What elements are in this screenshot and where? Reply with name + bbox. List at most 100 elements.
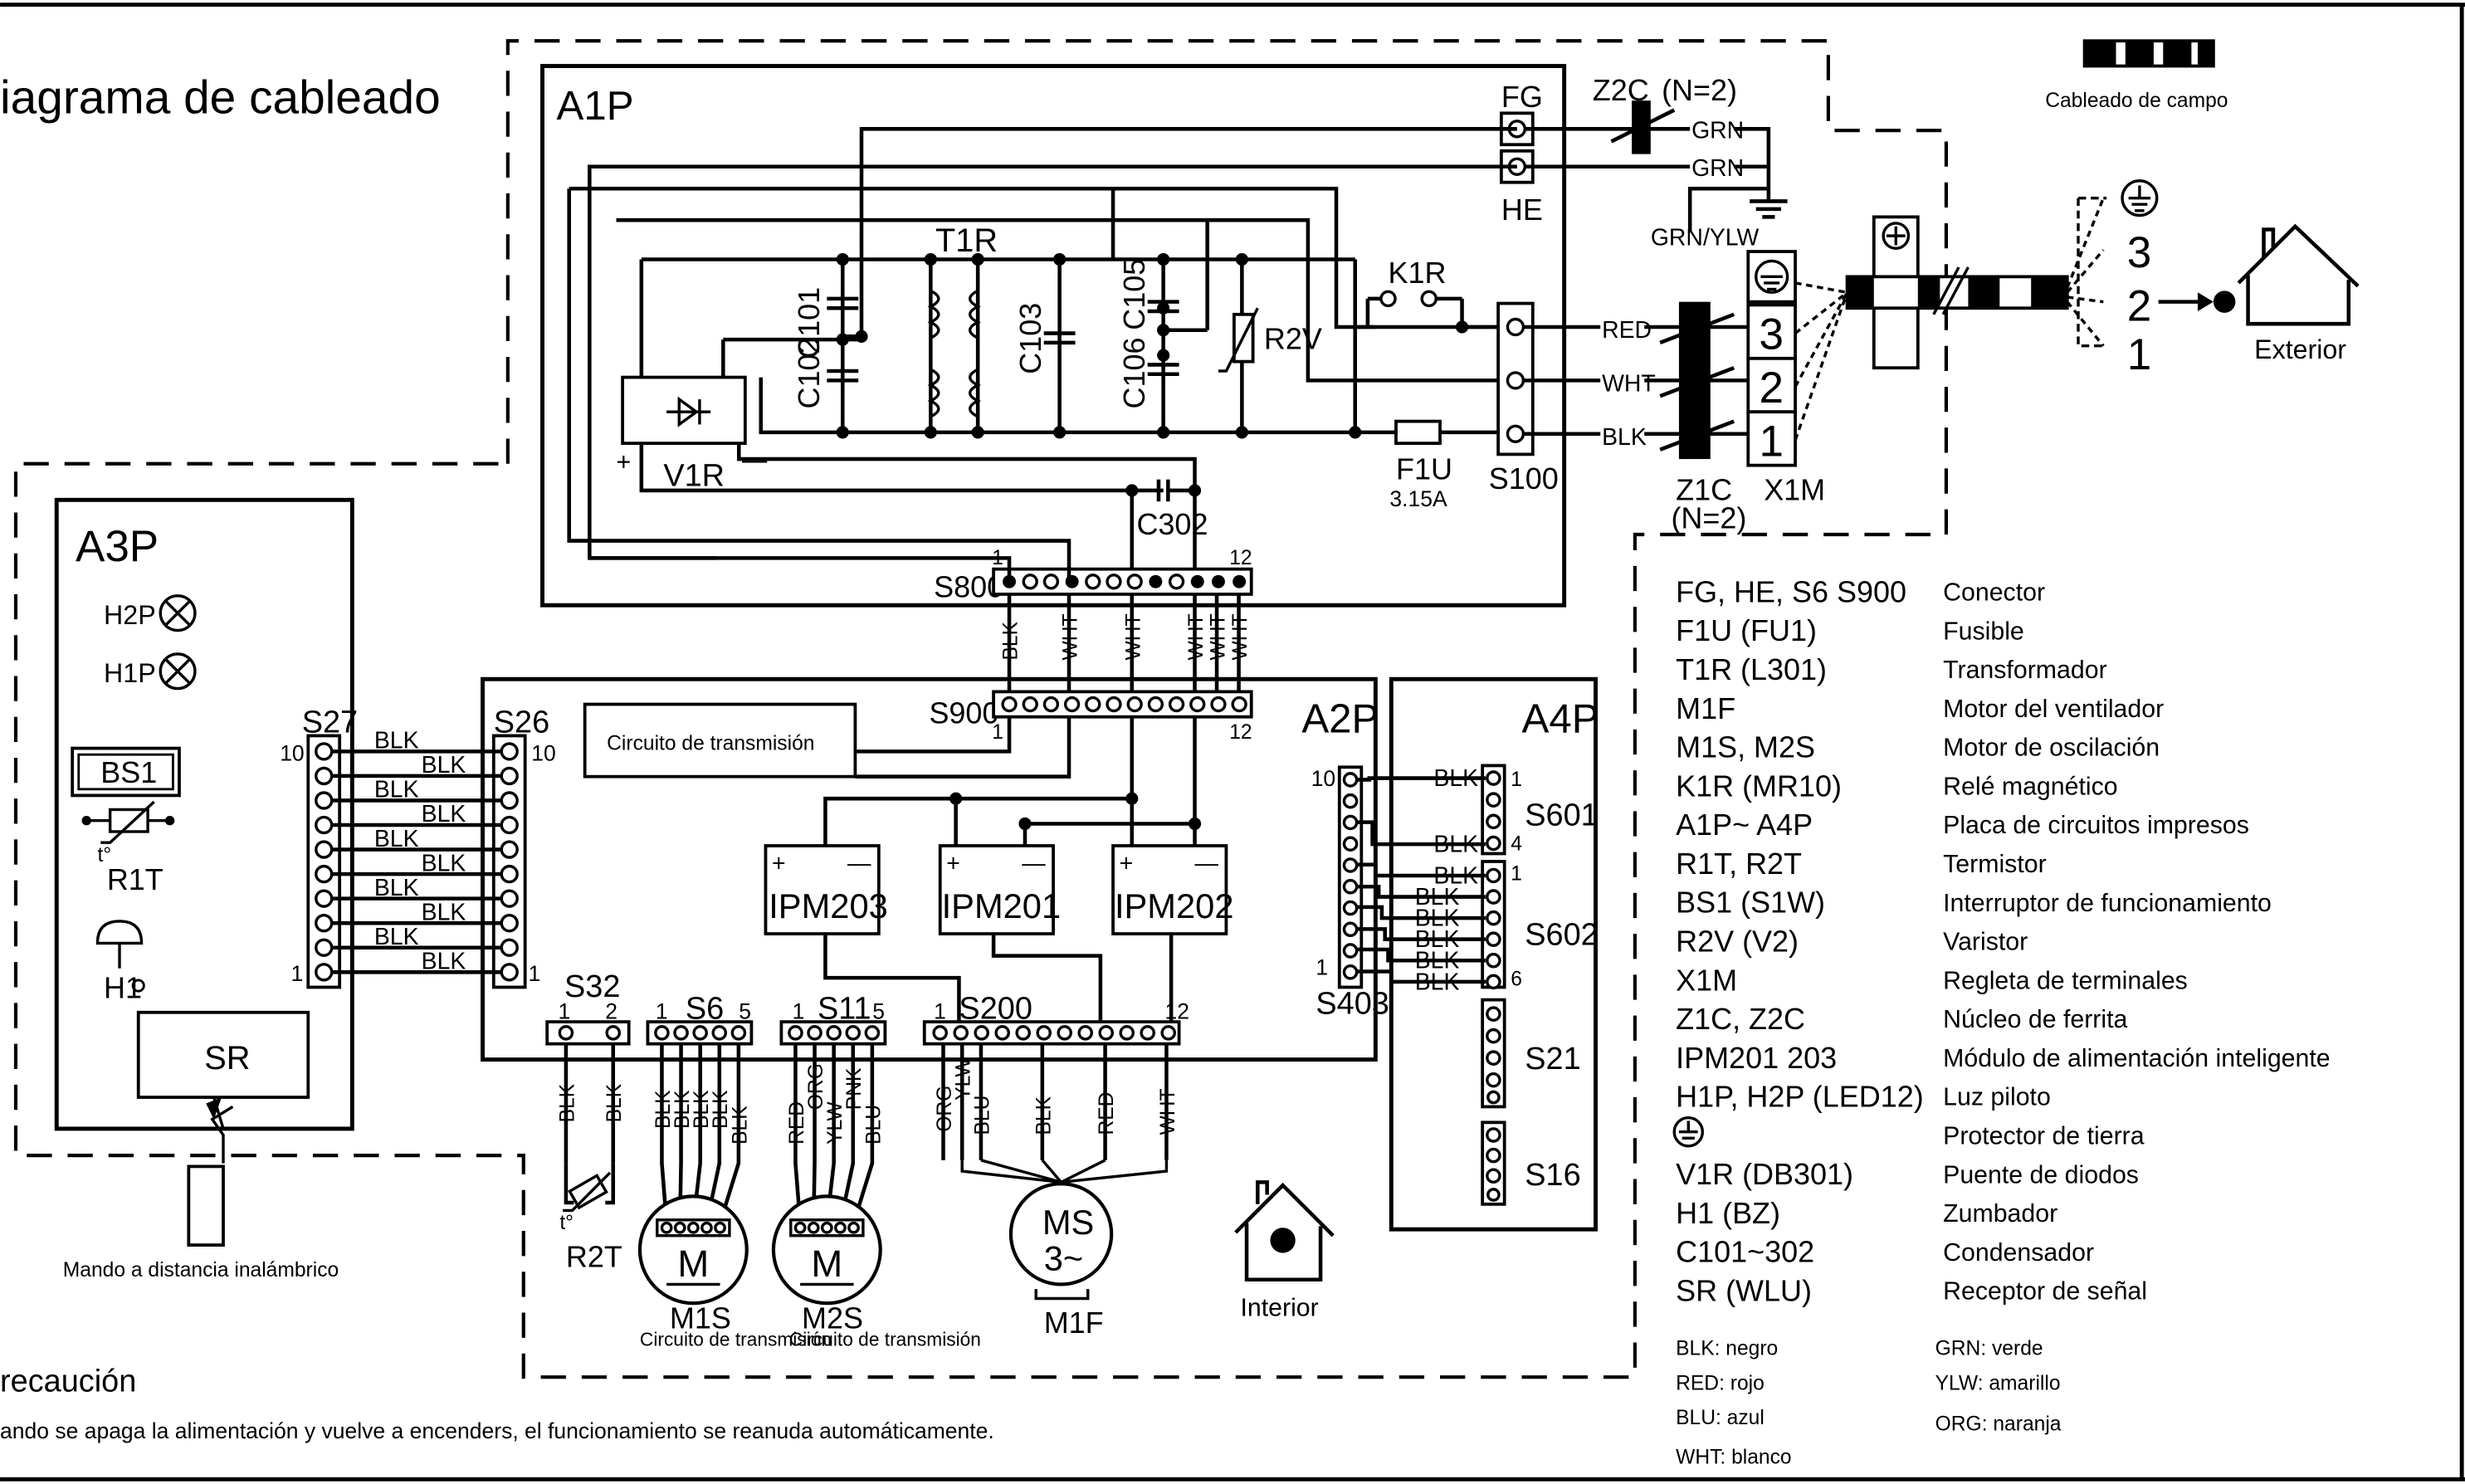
s601-pins-pin — [1486, 835, 1501, 852]
s27-pins-pin — [315, 864, 334, 884]
k1r-label: K1R — [1389, 256, 1447, 290]
connector-s26: S26 10 1 — [491, 705, 556, 989]
s601-pins-pin — [1486, 770, 1501, 786]
z1c-ferrite: Z1C (N=2) — [1659, 301, 1746, 535]
s900-to-transmission — [855, 716, 1012, 754]
swing-motor-m2s: M M2S Circuito de transmisión — [771, 1194, 981, 1350]
m2s-pins-pin — [820, 1221, 833, 1234]
svg-text:ORG: ORG — [934, 1086, 956, 1132]
s27-s26-wire-label: BLK — [422, 752, 466, 779]
s403-wire-label: BLK — [1433, 765, 1478, 792]
r1t-label: R1T — [107, 862, 164, 896]
s11-wire-label: YLW — [824, 1101, 847, 1145]
svg-text:1: 1 — [528, 961, 540, 986]
s6-wire-label: BLK — [671, 1090, 694, 1129]
s403-wire-label: BLK — [1415, 906, 1460, 932]
s403-wire-label: BLK — [1433, 832, 1478, 858]
s403-wire-label: BLK — [1415, 926, 1460, 953]
c101-label: C101 — [792, 287, 826, 359]
s26-pins-pin — [500, 938, 519, 957]
legend-code: H1P, H2P (LED12) — [1676, 1080, 1924, 1114]
ipm201-label: IPM201 — [942, 886, 1062, 925]
a2p-label: A2P — [1301, 696, 1379, 742]
svg-text:1: 1 — [992, 721, 1003, 744]
connector-s16: S16 — [1481, 1120, 1581, 1206]
x1m-terminal-3: 3 — [1760, 310, 1784, 359]
s11-wire-label: PNK — [843, 1067, 866, 1110]
s900-pins-pin — [1085, 696, 1101, 713]
s27-s26-wire-label: BLK — [422, 949, 466, 975]
s800-pins-pin — [1042, 574, 1060, 590]
v1r-label: V1R — [663, 458, 725, 493]
connector-s6: S6 1 5 — [646, 991, 754, 1046]
s403-pins-pin — [1342, 900, 1359, 916]
wireless-remote — [187, 1096, 234, 1247]
legend-desc: Transformador — [1943, 657, 2107, 684]
s6-pins-pin — [730, 1025, 747, 1041]
s900-label: S900 — [929, 696, 998, 730]
svg-text:12: 12 — [1165, 998, 1189, 1023]
s900-pins-pin — [1063, 696, 1081, 713]
z2c-n: (N=2) — [1662, 73, 1737, 107]
color-key-entry: YLW: amarillo — [1935, 1372, 2061, 1394]
s21-label: S21 — [1525, 1042, 1580, 1076]
capacitor-c103: C103 — [1013, 303, 1076, 374]
s26-pins-pin — [500, 791, 519, 810]
legend-desc: Condensador — [1943, 1239, 2094, 1267]
s27-s26-wire-label: BLK — [374, 875, 419, 901]
s11-pins-pin — [845, 1025, 862, 1041]
s6-pins-pin — [692, 1025, 708, 1041]
s200-pins-pin — [1119, 1025, 1135, 1041]
m2s-label: M2S — [802, 1301, 863, 1335]
s6-pins-pin — [711, 1025, 728, 1041]
s200-pins-pin — [1036, 1025, 1052, 1041]
svg-text:WHT: WHT — [1157, 1088, 1179, 1135]
svg-text:5: 5 — [872, 998, 885, 1023]
bs1-label: BS1 — [100, 755, 157, 789]
s27-pins-pin — [315, 791, 334, 810]
svg-text:10: 10 — [1311, 766, 1335, 791]
s26-pins-pin — [500, 864, 519, 884]
s6-wire — [718, 1043, 741, 1224]
svg-text:RED: RED — [1096, 1092, 1118, 1135]
s900-pins-pin — [1147, 696, 1164, 713]
svg-text:1: 1 — [793, 998, 805, 1023]
caution-text: ando se apaga la alimentación y vuelve a… — [0, 1418, 994, 1443]
color-key-entry: RED: rojo — [1676, 1372, 1765, 1394]
legend-code: Z1C, Z2C — [1676, 1002, 1805, 1036]
s900-pins-pin — [1189, 696, 1206, 713]
operation-switch-bs1: BS1 — [71, 746, 181, 798]
s26-pins-pin — [500, 914, 519, 933]
legend-code: C101~302 — [1676, 1235, 1814, 1269]
svg-text:1: 1 — [1511, 863, 1522, 886]
s27-s26-wire-label: BLK — [422, 899, 466, 925]
svg-text:YLW: YLW — [953, 1057, 975, 1101]
m1s-pins-pin — [673, 1221, 686, 1234]
svg-text:2: 2 — [605, 998, 617, 1023]
s403-pins-pin — [1342, 857, 1359, 873]
ipm203-label: IPM203 — [769, 886, 888, 925]
s100-label: S100 — [1489, 461, 1559, 495]
indoor-house-icon — [1234, 1180, 1335, 1282]
legend-desc: Receptor de señal — [1943, 1278, 2147, 1306]
svg-text:WHT: WHT — [1122, 613, 1145, 660]
s900-pins-pin — [1210, 696, 1227, 713]
s200-pins-pin — [974, 1025, 989, 1041]
s200-pins-pin — [994, 1025, 1010, 1041]
ipm-modules: +— +— +— IPM203 IPM201 IPM202 — [764, 716, 1234, 1025]
legend-code: FG, HE, S6 S900 — [1676, 574, 1906, 608]
field-wiring-label: Cableado de campo — [2045, 90, 2228, 112]
s602-pins-pin — [1486, 910, 1501, 926]
s800-pins-pin — [1126, 574, 1143, 590]
s602-pins-pin — [1486, 974, 1501, 990]
s11-pins-pin — [864, 1025, 881, 1041]
svg-text:WHT: WHT — [1059, 613, 1081, 660]
s403-wire-label: BLK — [1415, 969, 1460, 995]
h2p-label: H2P — [104, 600, 156, 630]
fg-label: FG — [1501, 80, 1543, 114]
s800-label: S800 — [934, 570, 1003, 604]
color-key-entry: BLU: azul — [1676, 1407, 1765, 1429]
